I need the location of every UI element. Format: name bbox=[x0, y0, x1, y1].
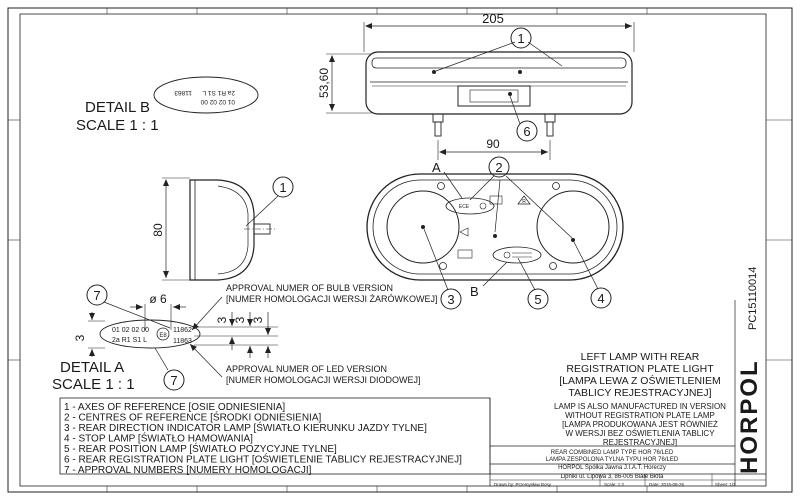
sheet-frame bbox=[7, 7, 793, 493]
callout-1-side-label: 1 bbox=[279, 180, 286, 195]
lamp-body-top bbox=[365, 51, 633, 115]
triangle-symbol-text: R bbox=[522, 199, 526, 205]
brand-logo: HORPOL bbox=[736, 359, 763, 474]
lamp-outline-front bbox=[366, 173, 624, 281]
detail-a-pointer: A bbox=[432, 160, 441, 175]
detail-b-code-1: 01 02 02 00 bbox=[200, 98, 235, 105]
width-dimension: 205 bbox=[482, 11, 504, 26]
callout-6-label: 6 bbox=[523, 124, 530, 139]
front-view: ECE R 2 A 3 B bbox=[366, 156, 624, 310]
legend: 1 - AXES OF REFERENCE [OSIE ODNIESIENIA]… bbox=[59, 397, 491, 476]
legend-item-3: 3 - REAR DIRECTION INDICATOR LAMP [ŚWIAT… bbox=[64, 421, 427, 434]
detail-b-marking bbox=[153, 76, 259, 114]
mounting-stud-left bbox=[432, 113, 444, 137]
indicator-lamp-ring bbox=[386, 190, 460, 264]
callout-4 bbox=[590, 287, 612, 309]
dim-3-c: 3 bbox=[251, 316, 265, 323]
callout-3-label: 3 bbox=[447, 292, 454, 307]
company-name: HORPOL Spółka Jawna J.I.A.T. Horeczy bbox=[558, 465, 666, 471]
drawing-title-line-1: LEFT LAMP WITH REAR bbox=[581, 351, 700, 363]
stop-lamp-ring bbox=[536, 190, 610, 264]
marking-a bbox=[445, 197, 495, 215]
detail-b-pointer: B bbox=[470, 284, 479, 299]
version-note-line-5: REJESTRACYJNEJ] bbox=[603, 438, 677, 447]
side-view: 80 1 bbox=[151, 176, 294, 281]
detail-b-code-3: 11863 bbox=[174, 89, 192, 96]
detail-a-marking bbox=[99, 319, 201, 349]
drawing-title-line-2: REGISTRATION PLATE LIGHT bbox=[566, 363, 714, 375]
callout-7-a bbox=[86, 284, 108, 306]
lamp-type-pl: LAMPA ZESPOLONA TYLNA TYPU HOR 76/LED bbox=[546, 457, 679, 463]
screw-holes bbox=[437, 182, 560, 270]
legend-item-2: 2 - CENTRES OF REFERENCE [ŚRODKI ODNIESI… bbox=[64, 411, 321, 424]
top-view: 205 53,60 1 6 bbox=[317, 11, 635, 160]
height-dimension: 53,60 bbox=[317, 68, 331, 98]
dim-3-left: 3 bbox=[73, 334, 87, 341]
depth-dimension: 80 bbox=[151, 223, 165, 237]
callout-5 bbox=[527, 288, 549, 310]
detail-b-scale: SCALE 1 : 1 bbox=[76, 117, 159, 134]
triangle-symbol bbox=[517, 195, 531, 205]
version-note-line-1: LAMP IS ALSO MANUFACTURED IN VERSION bbox=[554, 402, 726, 411]
drawing-scale: Scale: 1:2 bbox=[604, 482, 625, 487]
callout-5-label: 5 bbox=[534, 292, 541, 307]
detail-a-e-mark: E8 bbox=[159, 333, 167, 339]
hole-spacing-dimension: 90 bbox=[486, 137, 500, 151]
callout-7-a-label: 7 bbox=[93, 288, 100, 303]
document-number: PC15110014 bbox=[747, 267, 759, 330]
callout-6 bbox=[516, 120, 538, 142]
marking-a-text: ECE bbox=[459, 204, 470, 210]
legend-item-1: 1 - AXES OF REFERENCE [OSIE ODNIESIENIA] bbox=[64, 402, 285, 413]
version-note-line-4: W WERSJI BEZ OŚWIETLENIA TABLICY bbox=[565, 429, 715, 438]
legend-item-5: 5 - REAR POSITION LAMP [ŚWIATŁO POZYCYJN… bbox=[64, 442, 337, 455]
mounting-stud-right bbox=[544, 113, 556, 137]
diameter-dimension: ø 6 bbox=[149, 292, 167, 306]
drawing-title-line-4: TABLICY REJESTRACYJNEJ] bbox=[568, 387, 711, 399]
detail-a-code-3: 11862 bbox=[173, 327, 192, 334]
approval-led-pl: [NUMER HOMOLOGACJI WERSJI DIODOWEJ] bbox=[226, 375, 421, 385]
callout-7-b bbox=[163, 369, 185, 391]
callout-1-top bbox=[510, 27, 532, 49]
callout-2-label: 2 bbox=[495, 160, 502, 175]
company-address: Lipniki ul. Lipowa 3, 86-005 Białe Błota bbox=[560, 474, 664, 480]
dim-3-a: 3 bbox=[215, 316, 229, 323]
detail-a-title: DETAIL A bbox=[60, 359, 124, 376]
marking-b bbox=[492, 246, 542, 264]
drawn-by: Drawn by: Przemysław Bosy bbox=[494, 482, 552, 487]
legend-item-6: 6 - REAR REGISTRATION PLATE LIGHT [OŚWIE… bbox=[64, 453, 462, 466]
callout-4-label: 4 bbox=[597, 291, 604, 306]
detail-a-scale: SCALE 1 : 1 bbox=[52, 376, 135, 393]
detail-a-code-4: 11863 bbox=[173, 338, 192, 345]
lamp-type-en: REAR COMBINED LAMP TYPE HOR 76/LED bbox=[551, 450, 674, 456]
callout-1-side bbox=[272, 176, 294, 198]
drawing-title-line-3: [LAMPA LEWA Z OŚWIETLENIEM bbox=[559, 374, 721, 387]
registration-light-housing bbox=[457, 85, 531, 107]
callout-2 bbox=[488, 156, 510, 178]
callout-3 bbox=[440, 288, 462, 310]
legend-item-7: 7 - APPROVAL NUMBERS [NUMERY HOMOLOGACJI… bbox=[64, 465, 312, 476]
detail-a-code-2: 2a R1 S1 L bbox=[112, 337, 147, 344]
version-note-line-3: [LAMPA PRODUKOWANA JEST RÓWNIEŻ bbox=[562, 420, 718, 429]
detail-b: 01 02 02 00 2a R1 S1 L 11863 DETAIL B SC… bbox=[76, 76, 259, 134]
drawing-date: Date: 2015-08-26 bbox=[649, 482, 685, 487]
detail-a: 7 ø 6 3 01 02 02 00 2a R1 S1 L E8 11862 … bbox=[52, 283, 438, 393]
approval-bulb-en: APPROVAL NUMER OF BULB VERSION bbox=[226, 283, 393, 293]
detail-b-code-2: 2a R1 S1 L bbox=[202, 89, 235, 96]
dim-3-b: 3 bbox=[233, 316, 247, 323]
sheet-number: Sheet: 1/2 bbox=[715, 482, 736, 487]
approval-bulb-pl: [NUMER HOMOLOGACJI WERSJI ŻARÓWKOWEJ] bbox=[226, 294, 438, 304]
version-note-line-2: WITHOUT REGISTRATION PLATE LAMP bbox=[565, 411, 715, 420]
detail-a-code-1: 01 02 02 00 bbox=[112, 327, 149, 334]
callout-7-b-label: 7 bbox=[170, 373, 177, 388]
lamp-body-side bbox=[189, 179, 255, 281]
detail-b-title: DETAIL B bbox=[85, 99, 150, 116]
approval-led-en: APPROVAL NUMER OF LED VERSION bbox=[226, 364, 387, 374]
legend-item-4: 4 - STOP LAMP [ŚWIATŁO HAMOWANIA] bbox=[64, 432, 253, 445]
callout-1-top-label: 1 bbox=[517, 31, 524, 46]
